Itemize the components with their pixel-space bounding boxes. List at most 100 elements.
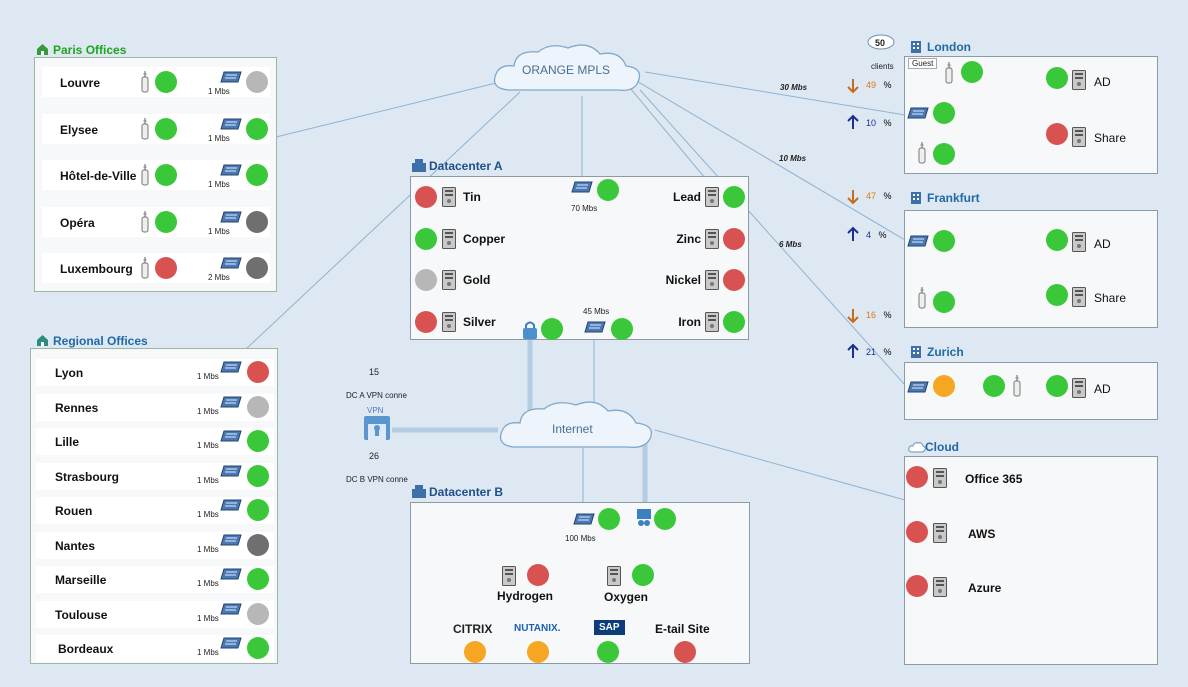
upload-arrow-icon xyxy=(847,226,859,242)
regional-offices-title: Regional Offices xyxy=(36,334,148,348)
switch-status-dot[interactable] xyxy=(597,179,619,201)
wifi-ap-icon xyxy=(141,71,149,93)
service-status-dot[interactable] xyxy=(906,575,928,597)
switch-status-dot[interactable] xyxy=(933,375,955,397)
server-name: AD xyxy=(1094,75,1111,89)
firewall-status-dot[interactable] xyxy=(654,508,676,530)
server-status-dot[interactable] xyxy=(1046,229,1068,251)
regional-office-name: Rouen xyxy=(55,504,93,518)
link-status-dot[interactable] xyxy=(246,164,268,186)
service-name: AWS xyxy=(968,526,996,541)
server-name: Tin xyxy=(463,190,481,204)
app-status-dot[interactable] xyxy=(464,641,486,663)
regional-office-name: Lyon xyxy=(55,366,84,380)
wifi-status-dot[interactable] xyxy=(933,291,955,313)
upload-percent-value: 4 xyxy=(866,230,872,240)
link-status-dot[interactable] xyxy=(246,71,268,93)
server-status-dot[interactable] xyxy=(1046,123,1068,145)
vpn-dca-label: DC A VPN conne xyxy=(346,391,407,400)
service-status-dot[interactable] xyxy=(906,520,928,543)
server-name: AD xyxy=(1094,237,1111,251)
paris-office-name: Elysee xyxy=(60,122,99,137)
app-status-dot[interactable] xyxy=(674,641,696,663)
link-status-dot[interactable] xyxy=(247,533,269,556)
wifi-status-dot[interactable] xyxy=(155,164,177,186)
switch-status-dot[interactable] xyxy=(933,230,955,252)
wifi-status-dot[interactable] xyxy=(983,375,1005,397)
regional-office-name: Marseille xyxy=(55,573,107,587)
server-status-dot[interactable] xyxy=(527,564,549,586)
mpls-label: ORANGE MPLS xyxy=(522,63,611,77)
server-status-dot[interactable] xyxy=(632,564,654,586)
switch-icon xyxy=(220,602,242,616)
server-status-dot[interactable] xyxy=(723,310,745,333)
link-speed: 1 Mbs xyxy=(197,648,219,657)
server-status-dot[interactable] xyxy=(1046,375,1068,397)
link-status-dot[interactable] xyxy=(247,568,269,590)
guest-wifi-status-dot[interactable] xyxy=(961,61,983,83)
app-status-dot[interactable] xyxy=(597,641,619,663)
wifi-status-dot[interactable] xyxy=(155,71,177,93)
service-name: Azure xyxy=(968,581,1002,595)
office-building-icon xyxy=(36,334,49,347)
datacenter-icon xyxy=(412,485,426,498)
switch-icon xyxy=(907,234,929,248)
service-status-dot[interactable] xyxy=(906,466,928,488)
app-status-dot[interactable] xyxy=(527,641,549,663)
server-status-dot[interactable] xyxy=(415,186,437,208)
upload-percent: 21 % xyxy=(866,347,892,357)
link-speed: 100 Mbs xyxy=(565,534,596,543)
link-status-dot[interactable] xyxy=(247,430,269,452)
link-status-dot[interactable] xyxy=(247,499,269,521)
wifi-status-dot[interactable] xyxy=(933,143,955,165)
link-status-dot[interactable] xyxy=(246,117,268,140)
vpn-status-dot[interactable] xyxy=(541,318,563,340)
server-status-dot[interactable] xyxy=(415,269,437,291)
wifi-status-dot[interactable] xyxy=(155,117,177,140)
wifi-ap-icon xyxy=(945,62,953,84)
wifi-ap-icon xyxy=(141,164,149,186)
server-name: Zinc xyxy=(676,231,701,246)
server-status-dot[interactable] xyxy=(723,269,745,291)
city-building-icon xyxy=(910,39,923,53)
cloud-panel xyxy=(904,456,1158,665)
link-status-dot[interactable] xyxy=(247,464,269,487)
server-icon xyxy=(1072,378,1086,398)
server-status-dot[interactable] xyxy=(415,310,437,333)
server-icon xyxy=(933,522,947,543)
switch-icon xyxy=(220,395,242,409)
link-status-dot[interactable] xyxy=(247,637,269,659)
wan-link-speed: 30 Mbs xyxy=(780,83,808,92)
wifi-status-dot[interactable] xyxy=(155,210,177,233)
server-status-dot[interactable] xyxy=(1046,284,1068,306)
switch-status-dot[interactable] xyxy=(598,508,620,530)
clients-bubble-icon xyxy=(867,34,895,50)
wifi-ap-icon xyxy=(918,142,926,164)
link-speed: 1 Mbs xyxy=(197,613,219,623)
server-status-dot[interactable] xyxy=(723,186,745,208)
switch-status-dot[interactable] xyxy=(611,318,633,340)
server-status-dot[interactable] xyxy=(1046,67,1068,89)
link-status-dot[interactable] xyxy=(246,257,268,279)
link-status-dot[interactable] xyxy=(247,361,269,383)
server-status-dot[interactable] xyxy=(723,227,745,250)
upload-percent: 10 % xyxy=(866,118,892,128)
wifi-status-dot[interactable] xyxy=(155,257,177,279)
wifi-ap-icon xyxy=(141,117,149,140)
server-icon xyxy=(607,566,621,586)
citrix-logo: CITRIX xyxy=(453,622,493,636)
wan-link-speed: 6 Mbs xyxy=(779,240,802,249)
server-name: Hydrogen xyxy=(497,589,554,603)
download-percent: 49 % xyxy=(866,80,892,90)
link-status-dot[interactable] xyxy=(247,395,269,418)
server-status-dot[interactable] xyxy=(415,227,437,250)
server-name: Copper xyxy=(463,231,505,246)
service-name: Office 365 xyxy=(965,472,1023,486)
switch-icon xyxy=(220,429,242,443)
switch-status-dot[interactable] xyxy=(933,102,955,124)
switch-icon xyxy=(220,360,242,374)
link-status-dot[interactable] xyxy=(247,602,269,625)
link-speed: 1 Mbs xyxy=(197,579,219,588)
server-icon xyxy=(933,468,947,488)
link-status-dot[interactable] xyxy=(246,210,268,233)
